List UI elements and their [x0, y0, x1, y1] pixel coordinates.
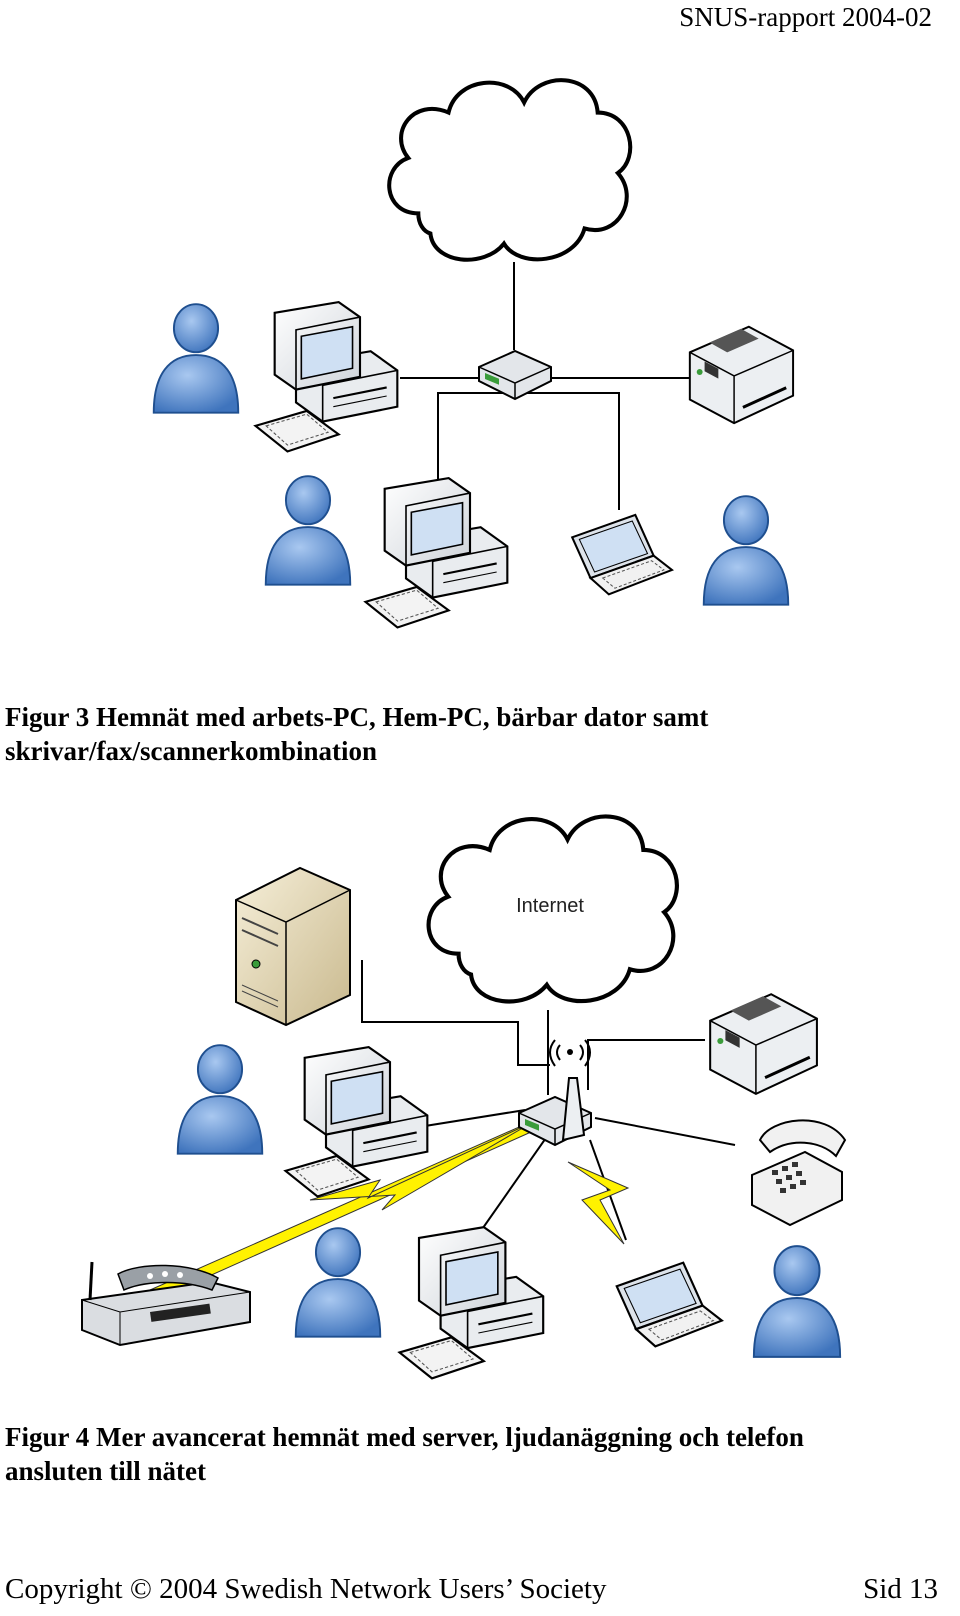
cloud-icon: [389, 80, 630, 260]
report-header: SNUS-rapport 2004-02: [679, 2, 932, 32]
wireless-router-icon: [517, 1039, 593, 1147]
router-icon: [478, 350, 552, 400]
desktop-computer-icon: [398, 1226, 545, 1380]
server-icon: [235, 866, 351, 1027]
desktop-computer-icon: [284, 1045, 429, 1198]
figure-4-network-diagram: Internet: [81, 790, 847, 1380]
laptop-icon: [615, 1261, 723, 1348]
telephone-icon: [751, 1119, 847, 1227]
figure-3-caption-line2: skrivar/fax/scannerkombination: [5, 736, 378, 766]
person-icon: [152, 303, 240, 414]
figure-3-caption: Figur 3 Hemnät med arbets-PC, Hem-PC, bä…: [5, 700, 708, 768]
cloud-label: Internet: [516, 895, 584, 917]
desktop-computer-icon: [364, 476, 509, 629]
figure-4-caption-line2: ansluten till nätet: [5, 1456, 207, 1486]
person-icon: [176, 1044, 264, 1155]
figure-4-caption-line1: Figur 4 Mer avancerat hemnät med server,…: [5, 1422, 804, 1452]
figure-4-caption: Figur 4 Mer avancerat hemnät med server,…: [5, 1420, 804, 1488]
network-cables: [400, 262, 690, 510]
person-icon: [752, 1245, 842, 1358]
printer-fax-scanner-icon: [708, 992, 819, 1096]
person-icon: [294, 1227, 382, 1338]
page-number: Sid 13: [863, 1573, 938, 1605]
desktop-computer-icon: [254, 300, 399, 453]
person-icon: [702, 495, 790, 606]
remote-control-icon: [117, 1264, 219, 1292]
figure-3-caption-line1: Figur 3 Hemnät med arbets-PC, Hem-PC, bä…: [5, 702, 709, 732]
laptop-icon: [571, 513, 674, 596]
media-receiver-icon: [81, 1261, 251, 1347]
printer-fax-scanner-icon: [688, 325, 795, 425]
copyright-footer: Copyright © 2004 Swedish Network Users’ …: [5, 1573, 607, 1605]
person-icon: [264, 475, 352, 586]
figure-3-network-diagram: [152, 60, 795, 629]
